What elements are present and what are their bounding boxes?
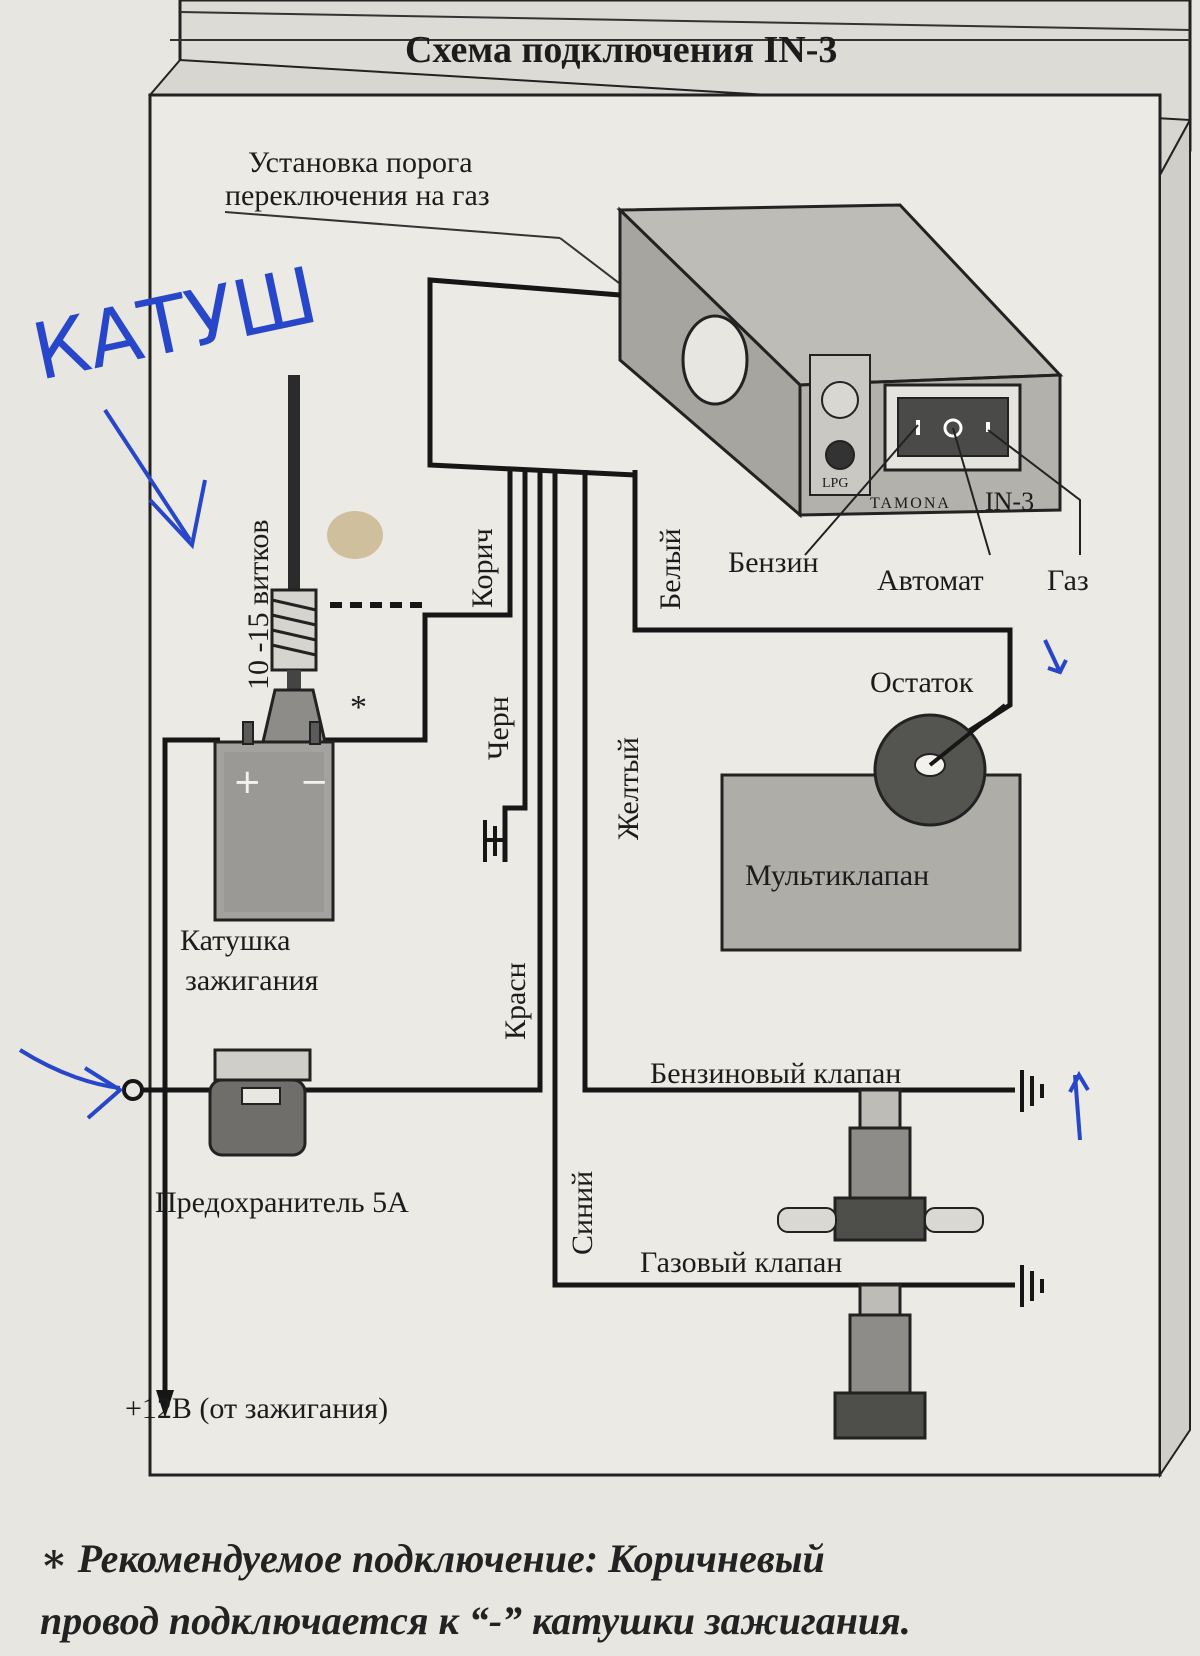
petrol-valve — [777, 1088, 984, 1242]
coil-label-2: зажигания — [185, 964, 319, 997]
junction-dot — [122, 1079, 144, 1101]
diagram-title: Схема подключения IN-3 — [405, 29, 837, 71]
power-arrow — [156, 1390, 174, 1418]
lpg-indicator-icon — [825, 440, 855, 470]
stain — [327, 511, 383, 559]
pen-marks — [1043, 639, 1090, 1141]
gas-valve-ground — [1020, 1265, 1044, 1307]
coil-turns-label: 10 -15 витков — [242, 519, 275, 690]
brand-label: TAMONA — [870, 495, 951, 512]
fuse-holder — [208, 1048, 312, 1157]
multivalve-label: Мультиклапан — [745, 859, 929, 892]
coil-label-1: Катушка — [180, 924, 290, 957]
switch-label-petrol: Бензин — [728, 546, 819, 579]
footnote-line-1: ∗ Рекомендуемое подключение: Коричневый — [40, 1536, 825, 1581]
asterisk-mark: * — [350, 689, 367, 726]
gas-valve-label: Газовый клапан — [640, 1246, 842, 1279]
power-label: +12В (от зажигания) — [125, 1392, 388, 1425]
footnote: ∗ Рекомендуемое подключение: Коричневый … — [40, 1528, 1180, 1652]
fuse-label: Предохранитель 5А — [155, 1186, 409, 1219]
multivalve — [720, 703, 1022, 952]
wire-label-black: Черн — [482, 696, 515, 760]
handwritten-arrow — [103, 408, 207, 550]
remainder-label: Остаток — [870, 666, 974, 699]
threshold-label-2: переключения на газ — [225, 179, 490, 212]
footnote-line-2: провод подключается к “-” катушки зажига… — [40, 1598, 911, 1643]
gas-valve — [833, 1283, 927, 1440]
handwritten-arrow-2 — [18, 1048, 124, 1120]
switch-label-gas: Газ — [1047, 564, 1089, 597]
control-unit: LPG TAMONA IN-3 — [616, 203, 1064, 519]
coil-turns — [270, 588, 318, 672]
coil-minus: − — [300, 762, 329, 802]
ignition-lead — [288, 375, 300, 590]
switch-label-auto: Автомат — [877, 564, 984, 597]
wire-label-white: Белый — [654, 528, 687, 610]
coil-plus: + — [233, 762, 262, 802]
wire-label-yellow: Желтый — [612, 737, 645, 840]
ground-symbol — [483, 820, 507, 862]
wire-label-red: Красн — [499, 962, 532, 1040]
petrol-valve-ground — [1020, 1070, 1044, 1112]
petrol-valve-label: Бензиновый клапан — [650, 1057, 901, 1090]
wire-label-blue: Синий — [566, 1171, 599, 1255]
threshold-label-1: Установка порога — [248, 146, 473, 179]
lpg-label: LPG — [822, 476, 848, 491]
threshold-knob — [681, 314, 749, 406]
ignition-coil — [213, 688, 335, 922]
wire-label-brown: Корич — [466, 528, 499, 608]
gas-pump-icon — [821, 381, 859, 419]
switch-pointers — [804, 424, 1081, 556]
model-label: IN-3 — [985, 487, 1034, 516]
